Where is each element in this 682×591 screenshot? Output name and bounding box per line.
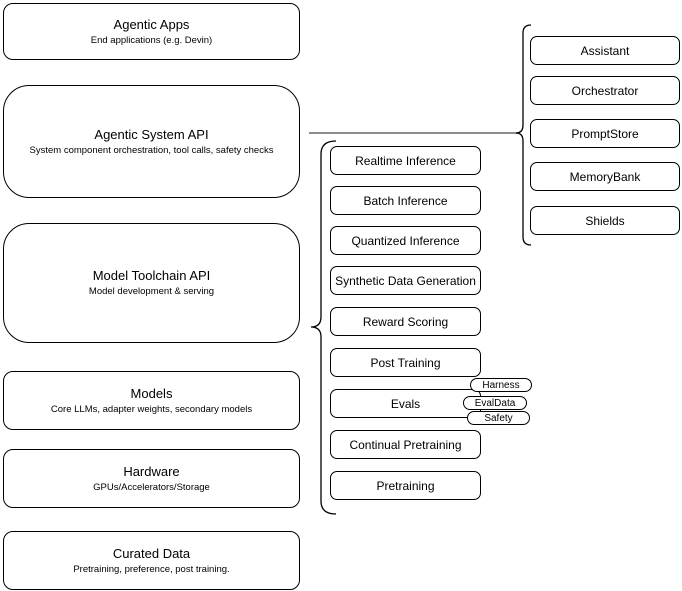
node-orchestrator: Orchestrator (530, 76, 680, 105)
node-promptstore: PromptStore (530, 119, 680, 148)
node-title: Model Toolchain API (92, 268, 211, 283)
node-shields: Shields (530, 206, 680, 235)
node-continual-pretraining: Continual Pretraining (330, 430, 481, 459)
node-agentic-apps: Agentic Apps End applications (e.g. Devi… (3, 3, 300, 60)
node-title: Agentic System API (94, 126, 209, 142)
node-subtitle: Pretraining, preference, post training. (73, 563, 230, 575)
node-models: Models Core LLMs, adapter weights, secon… (3, 371, 300, 430)
node-reward-scoring: Reward Scoring (330, 307, 481, 336)
tag-evaldata: EvalData (463, 396, 527, 410)
node-realtime-inference: Realtime Inference (330, 146, 481, 175)
node-subtitle: Core LLMs, adapter weights, secondary mo… (50, 403, 253, 415)
node-subtitle: Model development & serving (88, 286, 215, 297)
node-title: Curated Data (112, 545, 191, 561)
node-assistant: Assistant (530, 36, 680, 65)
node-title: Hardware (123, 463, 180, 479)
brace-system-components (515, 24, 532, 246)
node-batch-inference: Batch Inference (330, 186, 481, 215)
node-subtitle: End applications (e.g. Devin) (90, 34, 213, 46)
node-quantized-inference: Quantized Inference (330, 226, 481, 255)
node-model-toolchain-api: Model Toolchain API Model development & … (3, 223, 300, 343)
node-subtitle: System component orchestration, tool cal… (29, 144, 274, 156)
node-agentic-system-api: Agentic System API System component orch… (3, 85, 300, 198)
node-title: Agentic Apps (113, 16, 190, 32)
tag-safety: Safety (467, 411, 530, 425)
node-memorybank: MemoryBank (530, 162, 680, 191)
node-hardware: Hardware GPUs/Accelerators/Storage (3, 449, 300, 508)
node-synthetic-data-generation: Synthetic Data Generation (330, 266, 481, 295)
node-pretraining: Pretraining (330, 471, 481, 500)
node-evals: Evals (330, 389, 481, 418)
tag-harness: Harness (470, 378, 532, 392)
node-post-training: Post Training (330, 348, 481, 377)
node-curated-data: Curated Data Pretraining, preference, po… (3, 531, 300, 590)
node-subtitle: GPUs/Accelerators/Storage (93, 481, 210, 493)
node-title: Models (130, 385, 173, 401)
